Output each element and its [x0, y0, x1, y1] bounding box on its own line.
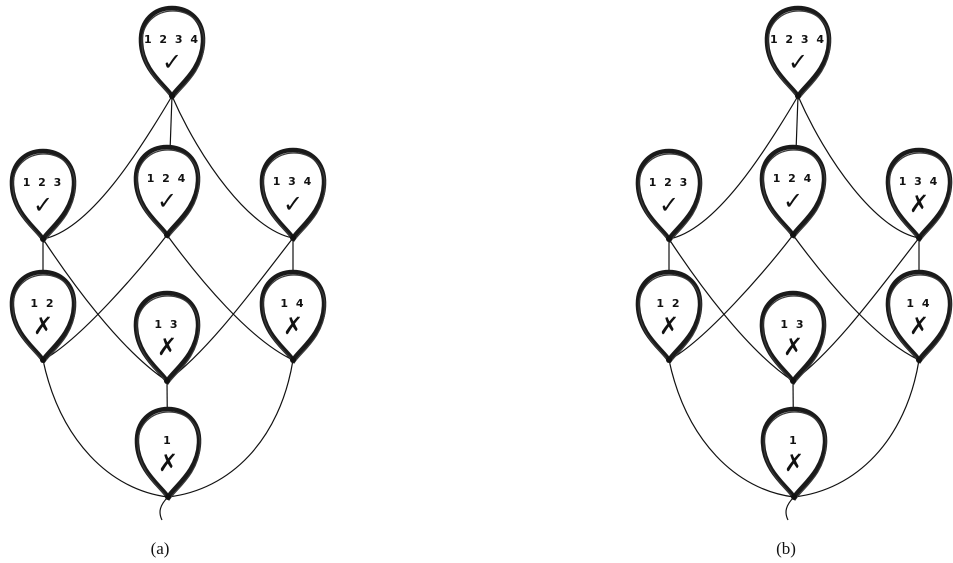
cross-icon: ✗ [909, 312, 929, 340]
balloon-knot [40, 236, 46, 242]
balloon-node: 1 3 ✗ [136, 293, 199, 384]
panel-b: 1 2 3 4✓1 2 3✓1 2 4✓1 3 4✗1 2✗1 3✗1 4✗1✗… [638, 8, 951, 558]
balloon-label: 1 4 [906, 297, 931, 310]
balloon-node: 1 2 3 4 ✓ [767, 8, 830, 99]
balloon-label: 1 2 3 4 [144, 33, 200, 46]
cross-icon: ✗ [283, 312, 303, 340]
balloon-node: 1✗ [137, 409, 200, 500]
balloon-knot [795, 93, 801, 99]
balloon-label: 1 2 4 [773, 172, 814, 185]
balloon-knot [790, 232, 796, 238]
balloon-node: 1 2 3 ✓ [12, 151, 75, 242]
check-icon: ✓ [162, 48, 182, 76]
balloon-label: 1 [789, 434, 799, 447]
panel-caption: (b) [776, 539, 796, 558]
balloon-node: 1 4 ✗ [262, 272, 325, 363]
balloon-node: 1 2 4 ✓ [762, 147, 825, 238]
balloon-knot [791, 494, 797, 500]
balloon-label: 1 3 [780, 318, 805, 331]
balloon-node: 1 3 ✗ [762, 293, 825, 384]
check-icon: ✓ [788, 48, 808, 76]
balloon-label: 1 3 4 [273, 175, 314, 188]
balloon-label: 1 3 [154, 318, 179, 331]
balloon-label: 1 3 4 [899, 175, 940, 188]
balloon-knot [165, 494, 171, 500]
cross-icon: ✗ [158, 449, 178, 477]
balloon-node: 1 2 3 ✓ [638, 151, 701, 242]
balloon-label: 1 4 [280, 297, 305, 310]
balloon-string [786, 497, 794, 520]
balloon-knot [916, 357, 922, 363]
panel-caption: (a) [151, 539, 170, 558]
balloon-knot [666, 357, 672, 363]
balloon-label: 1 [163, 434, 173, 447]
balloon-node: 1 2 3 4 ✓ [141, 8, 204, 99]
balloon-label: 1 2 3 4 [770, 33, 826, 46]
balloon-string [160, 497, 168, 520]
check-icon: ✓ [659, 191, 679, 219]
balloon-node: 1 2 4 ✓ [136, 147, 199, 238]
balloon-knot [164, 232, 170, 238]
cross-icon: ✗ [157, 333, 177, 361]
balloon-knot [790, 378, 796, 384]
balloon-knot [290, 235, 296, 241]
panel-a: 1 2 3 4✓1 2 3✓1 2 4✓1 3 4✓1 2✗1 3✗1 4✗1✗… [12, 8, 325, 558]
cross-icon: ✗ [659, 312, 679, 340]
balloon-knot [40, 357, 46, 363]
balloon-knot [916, 235, 922, 241]
cross-icon: ✗ [909, 190, 929, 218]
balloon-node: 1✗ [763, 409, 826, 500]
balloon-knot [666, 236, 672, 242]
balloon-knot [169, 93, 175, 99]
balloon-label: 1 2 4 [147, 172, 188, 185]
balloon-node: 1 2 ✗ [12, 272, 75, 363]
balloon-node: 1 2 ✗ [638, 272, 701, 363]
balloon-node: 1 4 ✗ [888, 272, 951, 363]
check-icon: ✓ [283, 190, 303, 218]
check-icon: ✓ [783, 187, 803, 215]
cross-icon: ✗ [783, 333, 803, 361]
balloon-label: 1 2 [30, 297, 55, 310]
balloon-label: 1 2 [656, 297, 681, 310]
cross-icon: ✗ [33, 312, 53, 340]
balloon-knot [290, 357, 296, 363]
balloon-label: 1 2 3 [649, 176, 690, 189]
check-icon: ✓ [157, 187, 177, 215]
cross-icon: ✗ [784, 449, 804, 477]
balloon-label: 1 2 3 [23, 176, 64, 189]
balloon-knot [164, 378, 170, 384]
check-icon: ✓ [33, 191, 53, 219]
balloon-node: 1 3 4 ✓ [262, 150, 325, 241]
balloon-node: 1 3 4 ✗ [888, 150, 951, 241]
